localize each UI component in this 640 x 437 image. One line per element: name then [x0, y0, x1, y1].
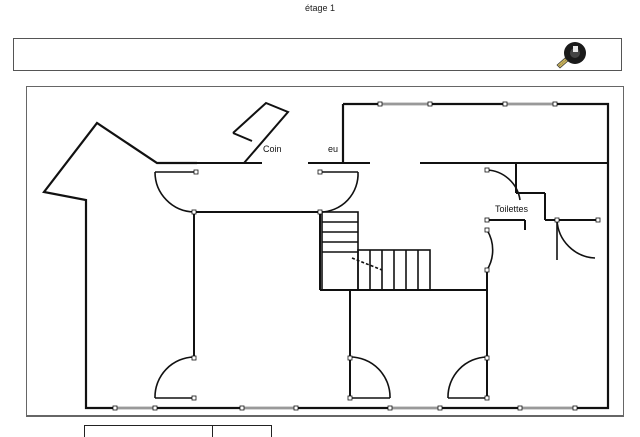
door-swing-arc: [154, 171, 195, 213]
door-swing-arc: [486, 229, 494, 271]
room-label-toilettes: Toilettes: [495, 204, 529, 214]
staircase: [321, 211, 431, 291]
entry-porch: [232, 101, 290, 164]
bottom-panel-divider: [212, 425, 272, 437]
door-swing-arc: [319, 171, 359, 213]
outer-walls: [42, 102, 610, 410]
door-swing-arc: [349, 356, 391, 399]
hinge-markers: [112, 101, 601, 411]
room-label-coin: Coin: [263, 144, 282, 154]
windows: [115, 102, 575, 410]
doors: [154, 169, 596, 399]
door-swing-arc: [486, 169, 521, 201]
floor-title: étage 1: [304, 3, 336, 13]
door-swing-arc: [447, 356, 488, 399]
bottom-divider: [26, 416, 624, 417]
bottom-panel: [84, 425, 272, 437]
tape-measure-icon[interactable]: [555, 40, 589, 72]
room-label-eu: eu: [328, 144, 338, 154]
interior-walls: [193, 162, 608, 398]
toolbar-panel: [13, 38, 622, 71]
door-swing-arc: [154, 356, 195, 399]
plan-frame: [26, 86, 624, 416]
door-swing-arc: [556, 219, 596, 259]
